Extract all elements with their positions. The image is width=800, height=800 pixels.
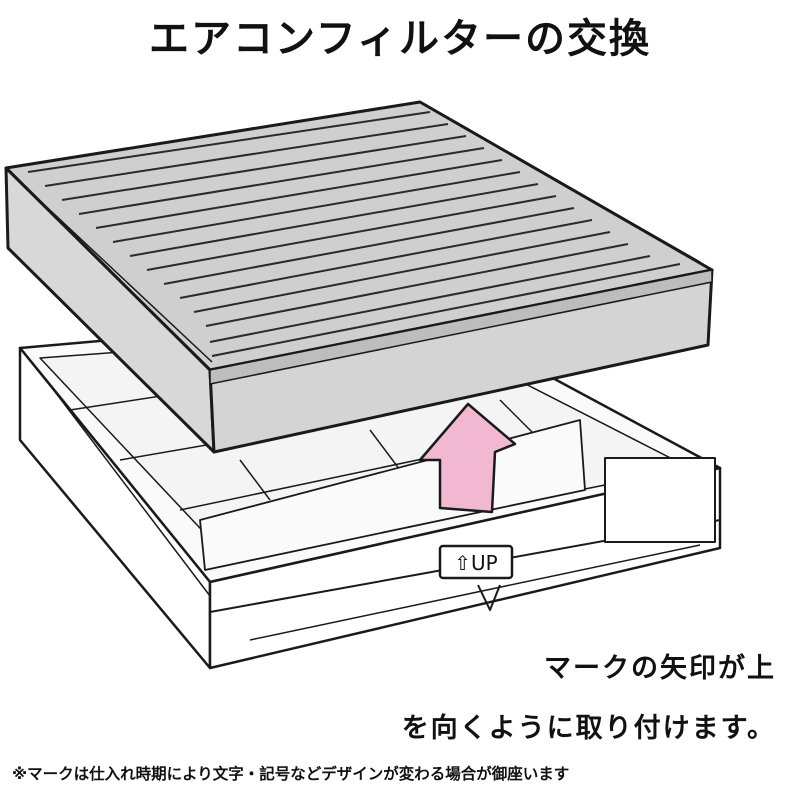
instruction-caption-line2: を向くように取り付けます。 [401, 713, 776, 744]
design-change-footnote: ※マークは仕入れ時期により文字・記号などデザインが変わる場合が御座います [12, 765, 570, 783]
page-title: エアコンフィルターの交換 [149, 16, 651, 62]
up-mark-label: ⇧UP [454, 551, 497, 575]
up-arrow-icon [418, 402, 517, 514]
up-mark: ⇧UP [438, 544, 514, 580]
instruction-caption-line1: マークの矢印が上 [544, 653, 776, 684]
air-filter [4, 100, 714, 454]
